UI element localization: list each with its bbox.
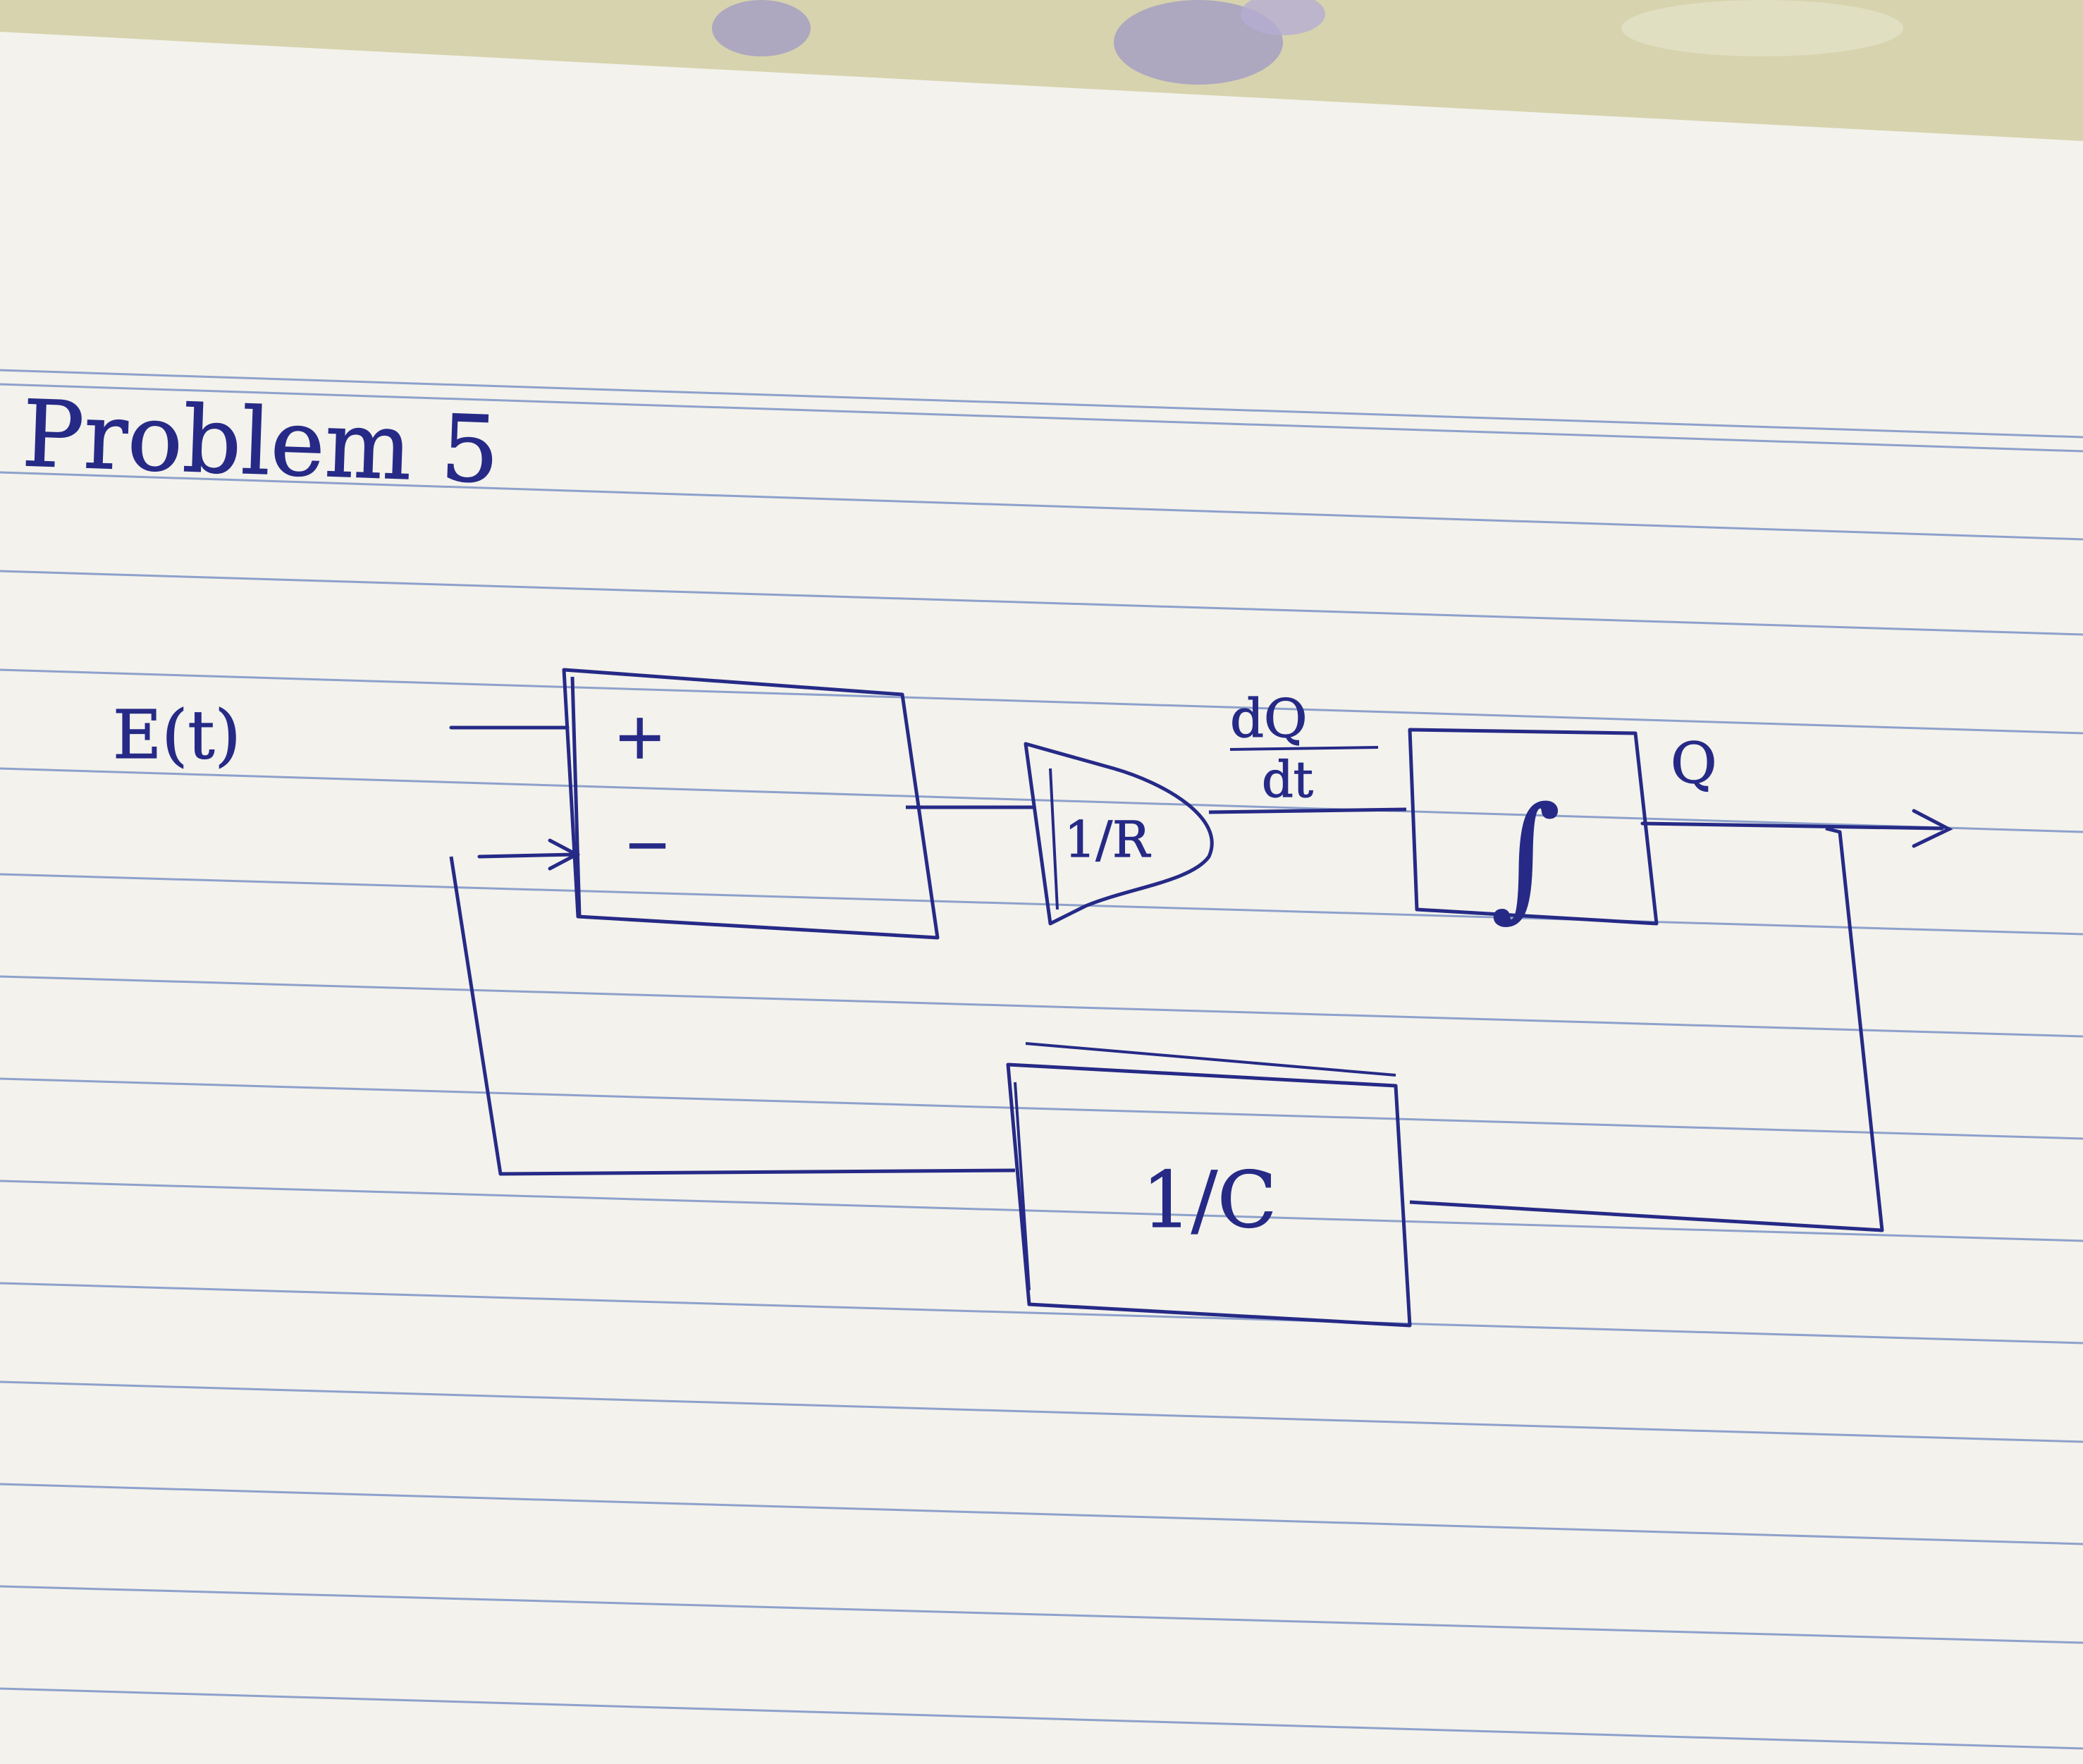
output-label: Q <box>1671 730 1717 796</box>
ruled-lines <box>0 369 2083 1750</box>
output-arrow <box>1640 809 1953 848</box>
resistor-to-integrator-line <box>1208 807 1407 814</box>
integrator-symbol: ∫ <box>1491 778 1561 934</box>
summing-junction: + − <box>562 668 940 940</box>
capacitor-gain-block: 1/C <box>1006 1042 1412 1328</box>
rate-fraction-bar <box>1229 746 1379 751</box>
input-label: E(t) <box>113 697 241 774</box>
paper-sheet <box>0 32 2083 1764</box>
resistor-gain-label: 1/R <box>1064 811 1151 869</box>
capacitor-gain-label: 1/C <box>1142 1155 1277 1245</box>
plus-sign: + <box>613 699 666 773</box>
rate-denominator: dt <box>1262 751 1313 809</box>
rate-label: dQ dt <box>1229 687 1379 809</box>
rate-numerator: dQ <box>1230 687 1308 749</box>
minus-sign: − <box>624 811 671 877</box>
problem-title: Problem 5 <box>20 380 501 504</box>
resistor-gain-block: 1/R <box>1024 742 1214 926</box>
integrator-block: ∫ <box>1408 728 1659 935</box>
feedback-path <box>449 826 1884 1232</box>
